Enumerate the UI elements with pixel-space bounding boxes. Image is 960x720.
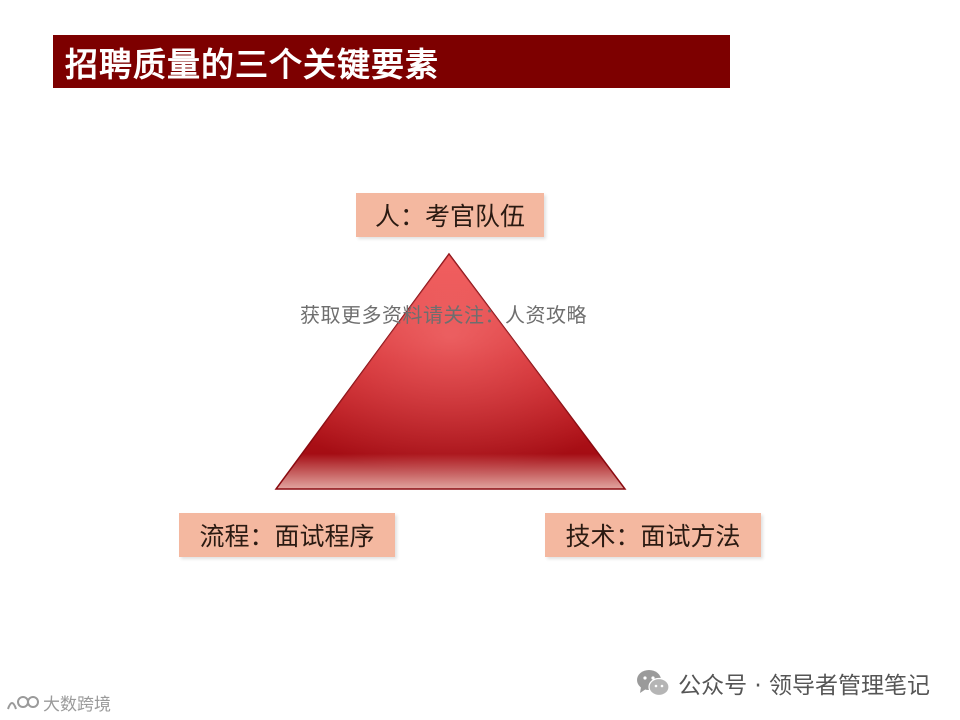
footer-logo: 大数跨境 <box>6 690 111 715</box>
triangle-highlight <box>276 254 625 489</box>
label-process: 流程：面试程序 <box>179 513 395 557</box>
account-text: 公众号 · 领导者管理笔记 <box>678 673 930 699</box>
label-technique: 技术：面试方法 <box>545 513 761 557</box>
watermark-center-text: 获取更多资料请关注：人资攻略 <box>300 303 587 327</box>
logo-text: 大数跨境 <box>43 695 111 715</box>
label-people: 人：考官队伍 <box>356 193 544 237</box>
page-title: 招聘质量的三个关键要素 <box>65 44 439 84</box>
footer-account: 公众号 · 领导者管理笔记 <box>636 666 930 700</box>
wechat-icon <box>637 670 670 697</box>
brand-logo-icon <box>7 695 39 709</box>
title-bar: 招聘质量的三个关键要素 <box>53 35 730 88</box>
